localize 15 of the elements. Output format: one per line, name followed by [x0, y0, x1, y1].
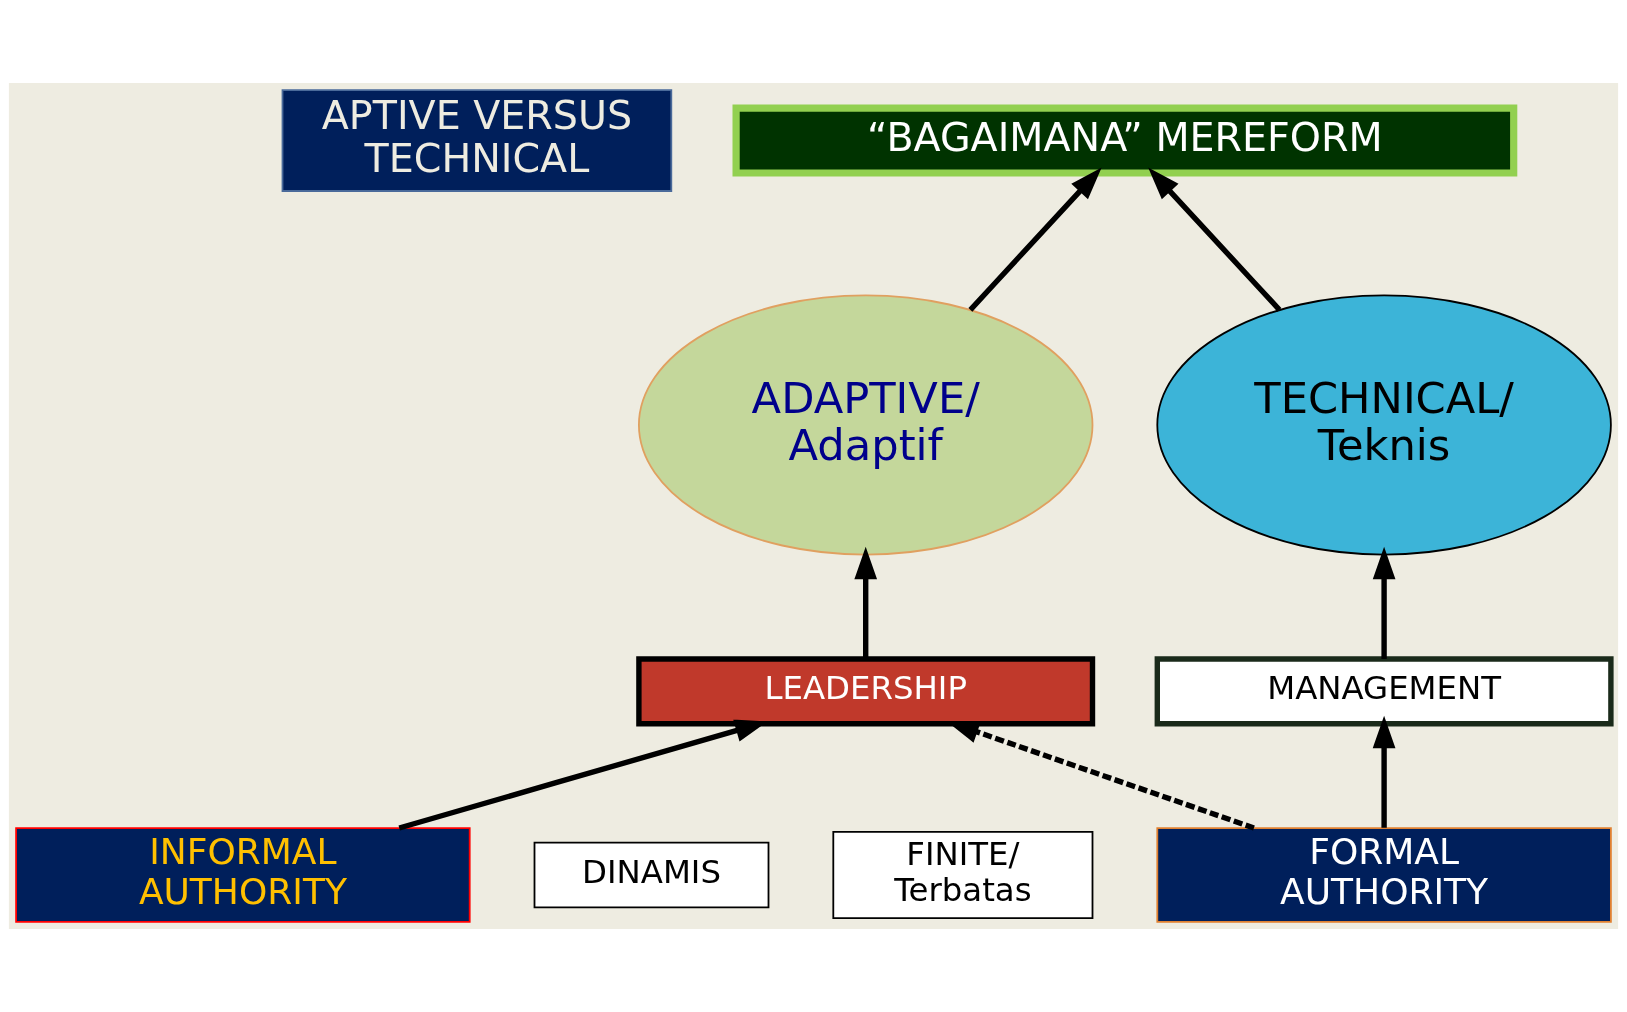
node-box: DINAMIS: [533, 841, 770, 909]
node-box: LEADERSHIP: [636, 656, 1096, 727]
node-box: INFORMAL AUTHORITY: [15, 827, 471, 923]
node-box: MANAGEMENT: [1154, 656, 1614, 727]
node-ellipse: ADAPTIVE/ Adaptif: [638, 294, 1094, 556]
node-box: APTIVE VERSUS TECHNICAL: [281, 89, 673, 192]
arrow: [1372, 546, 1396, 659]
arrow: [1372, 715, 1396, 828]
arrow: [854, 546, 878, 659]
node-box: “BAGAIMANA” MEREFORM: [732, 104, 1518, 177]
arrow: [1148, 167, 1282, 312]
arrow: [968, 167, 1102, 312]
node-box: FINITE/ Terbatas: [832, 830, 1094, 920]
node-box: FORMAL AUTHORITY: [1156, 827, 1612, 923]
node-ellipse: TECHNICAL/ Teknis: [1156, 294, 1612, 556]
